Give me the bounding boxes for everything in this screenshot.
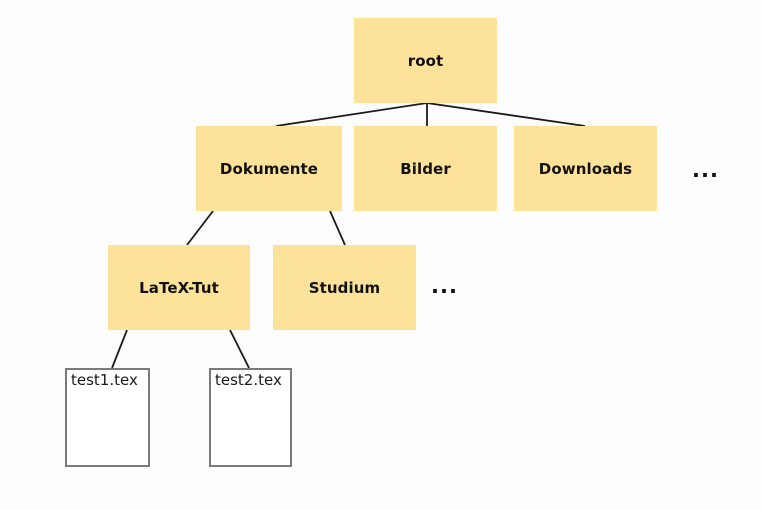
folder-node-downloads[interactable]: Downloads [514,126,657,211]
folder-node-dokumente[interactable]: Dokumente [196,126,342,211]
file-node-test1[interactable]: test1.tex [65,368,150,467]
folder-node-root[interactable]: root [354,18,497,103]
folder-node-bilder[interactable]: Bilder [354,126,497,211]
node-label: test2.tex [215,371,282,389]
node-label: Studium [308,278,381,297]
ellipsis-row2-more: ... [692,158,719,182]
folder-node-latex-tut[interactable]: LaTeX-Tut [108,245,250,330]
folder-node-studium[interactable]: Studium [273,245,416,330]
tree-edge-dokumente-to-latex-tut [186,210,214,246]
tree-edge-latex-tut-to-test1 [111,329,128,369]
node-label: Bilder [400,159,451,178]
ellipsis-row3-more: ... [431,274,458,298]
tree-edge-dokumente-to-studium [329,210,346,246]
file-node-test2[interactable]: test2.tex [209,368,292,467]
node-label: root [407,51,444,70]
node-label: test1.tex [71,371,138,389]
node-label: Downloads [538,159,633,178]
tree-edge-root-to-downloads [426,102,586,127]
tree-edge-root-to-dokumente [275,102,428,127]
node-label: LaTeX-Tut [139,278,219,297]
tree-edge-latex-tut-to-test2 [229,329,250,369]
node-label: Dokumente [219,159,319,178]
